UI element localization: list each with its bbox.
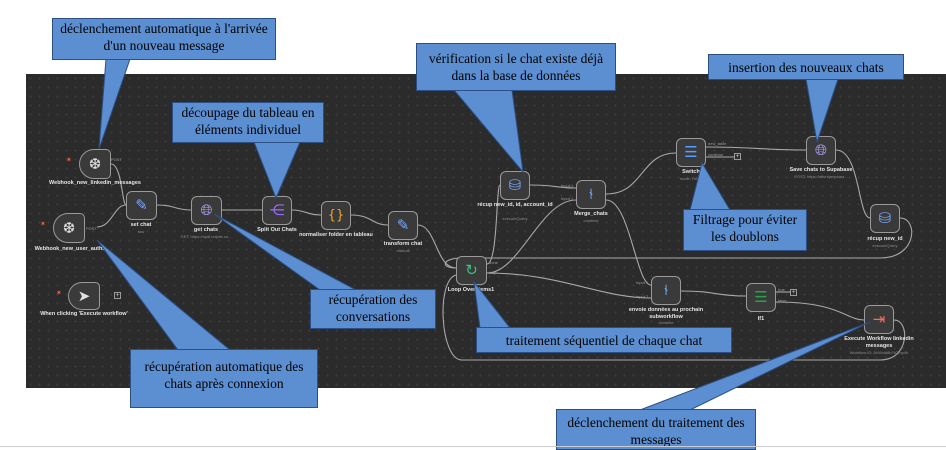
envoie-donnees-node[interactable]: ⫮ [651,276,681,305]
port-label: POST [86,226,97,231]
callout-verification: vérification si le chat existe déjà dans… [416,43,616,91]
node-label: Webhook_new_linkedin_messages [49,180,141,186]
callout-recuperation-auto: récupération automatique des chats après… [130,349,318,408]
port-label: done [489,260,498,265]
node-label: Switch [682,169,700,175]
recup-new-id-node[interactable]: ⛁ [870,204,900,233]
code-braces-icon: {} [327,208,345,223]
trigger-marker-icon: ✶ [40,221,46,228]
port-label: false [778,298,787,303]
add-node-button[interactable]: + [790,289,797,296]
webhook-user-node[interactable]: ❆ [53,213,85,243]
port-label: true [778,287,785,292]
node-subtitle: combine [583,218,599,223]
node-label: Save chats to Supabase [789,167,853,173]
split-out-chats-node[interactable]: ⋲ [262,196,292,225]
node-subtitle: manual [396,248,410,253]
port-label: Input 1 [636,280,649,285]
normaliser-node[interactable]: {} [321,201,351,230]
add-node-button[interactable]: + [114,292,121,299]
port-label: continue [708,152,724,157]
switch-node[interactable]: ☰ [676,138,706,167]
callout-decoupage: découpage du tableau en éléments individ… [172,102,324,143]
callout-recuperation: récupération des conversations [310,289,436,329]
node-subtitle: executeQuery [502,216,528,221]
node-label: normaliser folder en tableau [299,232,373,238]
webhook-linkedin-node[interactable]: ❆ [79,149,111,179]
port-label: Input 2 [636,294,649,299]
webhook-icon: ❆ [88,154,102,173]
callout-filtrage: Filtrage pour éviter les doublons [683,209,807,251]
node-label: Merge_chats [574,211,608,217]
transform-chat-node[interactable]: ✎ [388,211,418,240]
if-node[interactable]: ☰ [746,283,776,312]
node-subtitle: POST: https://aftvrbjrmpiuna... [794,174,848,179]
node-label: When clicking 'Execute workflow' [40,311,128,317]
execute-workflow-node[interactable]: ⇥ [864,305,894,334]
loop-over-items-node[interactable]: ↻ [456,256,487,285]
save-chats-node[interactable]: 🌐︎ [806,136,836,165]
port-label: Input 2 [561,196,574,201]
merge-icon: ⫮ [589,185,593,203]
refresh-icon: ↻ [465,261,478,279]
callout-declenchement-traitement: déclenchement du traitement des messages [556,409,756,450]
cursor-icon: ➤ [77,286,91,305]
port-label: new_table [708,141,727,146]
node-label: If1 [757,316,765,322]
node-subtitle: combine [658,320,674,325]
node-label: transform chat [383,241,423,247]
node-label: Execute Workflow linkedin messages [844,336,914,349]
webhook-icon: ❆ [62,218,76,237]
trigger-marker-icon: ✶ [66,157,72,164]
node-label: envoie données au prochain subworkflow [628,307,704,320]
merge-chats-node[interactable]: ⫮ [576,180,606,209]
node-label: set chat [130,222,152,228]
globe-icon: 🌐︎ [814,141,827,159]
node-subtitle: Workflow ID: AVWxid8b7rQmp4h [849,350,909,355]
merge-icon: ⫮ [664,281,668,299]
node-label: récup new_id [867,236,903,242]
node-subtitle: mode: Rules [679,176,703,181]
execute-workflow-icon: ⇥ [872,310,886,328]
port-label: POST [111,157,122,162]
manual-trigger-node[interactable]: ➤ [68,282,100,310]
node-subtitle: raw [137,229,145,234]
callout-traitement: traitement séquentiel de chaque chat [476,327,732,353]
split-icon: ⋲ [269,201,285,219]
node-subtitle: executeQuery [872,243,898,248]
set-chat-node[interactable]: ✎ [126,191,157,220]
database-icon: ⛁ [878,209,892,227]
trigger-marker-icon: ✶ [56,290,62,297]
database-icon: ⛁ [508,176,522,194]
node-label: Loop Over Items1 [447,287,495,293]
callout-declenchement: déclenchement automatique à l'arrivée d'… [52,18,276,60]
add-node-button[interactable]: + [734,153,741,160]
switch-icon: ☰ [684,143,698,161]
node-subtitle: GET: https://api8.unipile.co... [180,234,232,239]
port-label: Input 1 [561,183,574,188]
get-chats-node[interactable]: 🌐︎ [191,196,222,225]
recup-node[interactable]: ⛁ [500,171,530,200]
node-label: récup new_id, id, account_id [477,202,553,208]
callout-insertion: insertion des nouveaux chats [708,54,904,80]
globe-icon: 🌐︎ [200,201,213,219]
port-label: loop [489,270,497,275]
page-divider [0,446,946,447]
node-label: Webhook_new_user_auth2 [34,246,106,252]
node-label: get chats [193,227,219,233]
pencil-icon: ✎ [396,216,410,234]
pencil-icon: ✎ [135,196,148,214]
if-icon: ☰ [754,288,768,306]
